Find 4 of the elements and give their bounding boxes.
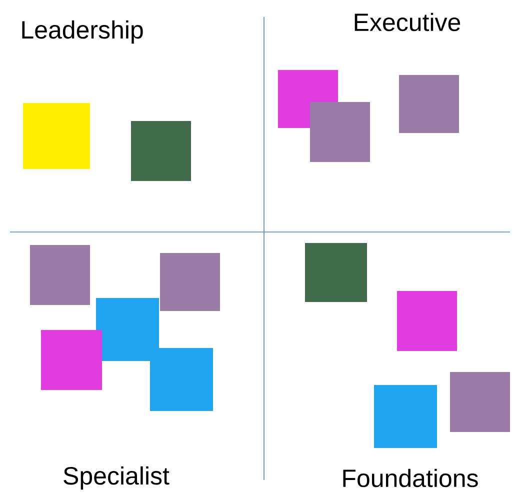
quadrant-label: Specialist (64, 466, 170, 490)
quadrant-label: Leadership (22, 20, 143, 44)
quadrant-label: Foundations (343, 468, 478, 488)
quadrant-label: Executive (354, 12, 460, 32)
